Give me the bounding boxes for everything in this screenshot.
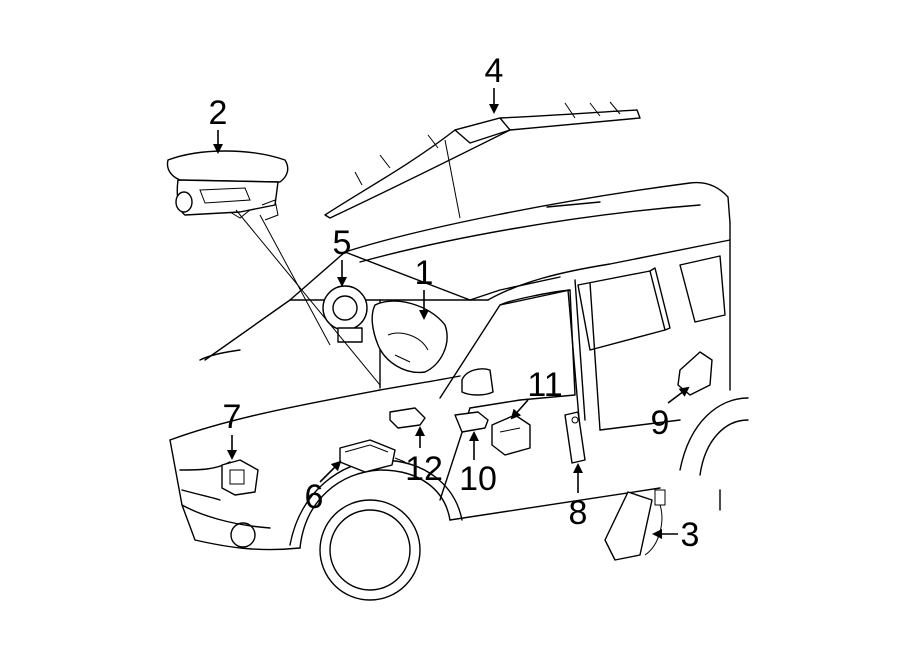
part-10-sensor: [454, 411, 489, 433]
callout-5: 5: [333, 224, 352, 262]
callout-4: 4: [485, 52, 504, 90]
callout-labels: 1 2 3 4 5 6 7 8 9 10 11 12: [209, 52, 700, 554]
vehicle-outline: [169, 181, 749, 601]
callout-7: 7: [223, 398, 242, 436]
callout-9: 9: [651, 404, 670, 442]
leader-lines: [213, 88, 690, 539]
callout-2: 2: [209, 94, 228, 132]
part-11-sensor: [491, 414, 531, 456]
part-4-curtain-airbag: [324, 101, 641, 219]
part-5-clock-spring: [322, 285, 368, 343]
part-2-passenger-airbag: [166, 150, 289, 221]
part-7-front-sensor: [221, 459, 259, 496]
callout-6: 6: [305, 478, 324, 516]
part-1-steering-airbag: [371, 300, 448, 374]
part-3-module: [604, 489, 666, 561]
part-8-side-sensor: [564, 411, 586, 464]
part-9-rear-sensor: [677, 351, 713, 396]
callout-12: 12: [405, 450, 443, 488]
part-12-sensor: [389, 407, 426, 429]
callout-3: 3: [681, 516, 700, 554]
callout-8: 8: [569, 494, 588, 532]
callout-1: 1: [415, 254, 434, 292]
callout-11: 11: [527, 366, 562, 404]
callout-10: 10: [459, 460, 497, 498]
